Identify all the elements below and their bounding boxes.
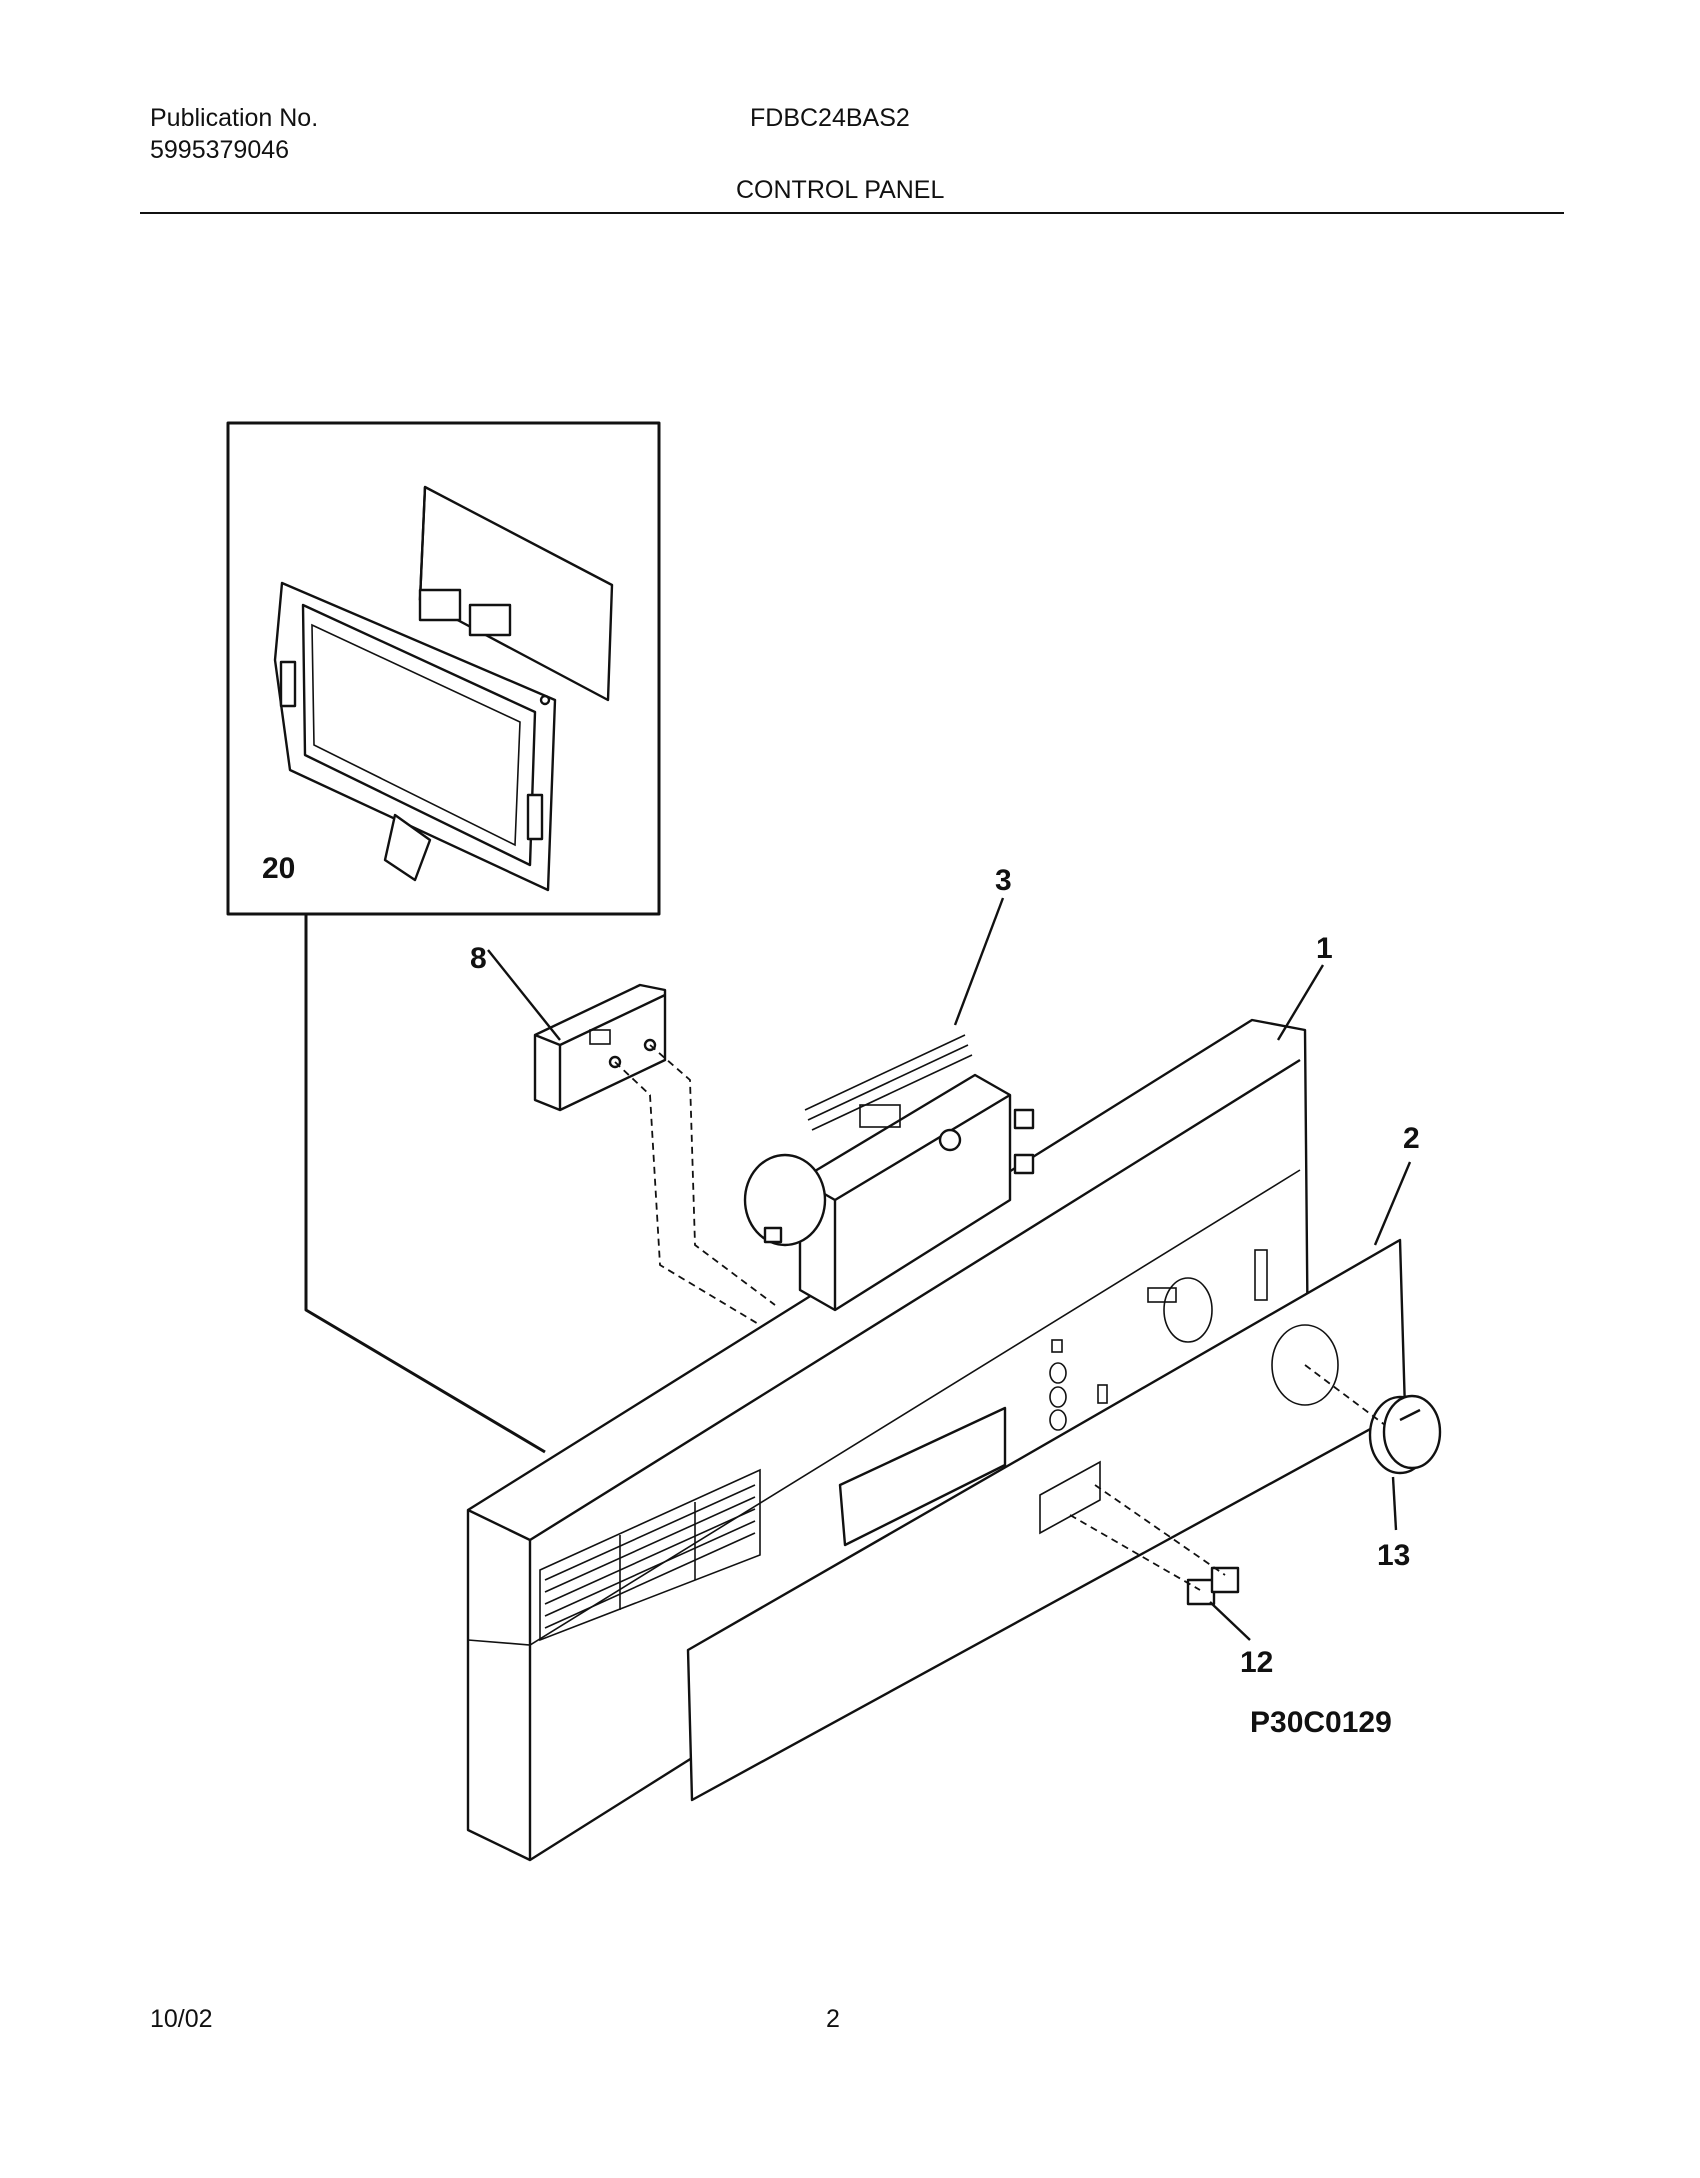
callout-3: 3 bbox=[995, 864, 1012, 897]
footer-date: 10/02 bbox=[150, 2005, 213, 2033]
assembly-dash-lines bbox=[614, 1044, 1386, 1591]
callout-8: 8 bbox=[470, 942, 487, 975]
timer-drawing bbox=[743, 1034, 1035, 1312]
dispenser-drawing bbox=[273, 485, 614, 892]
header-divider bbox=[140, 212, 1564, 214]
callout-leaders bbox=[487, 897, 1412, 1641]
callout-1: 1 bbox=[1316, 932, 1333, 965]
diagram-reference-code: P30C0129 bbox=[1250, 1706, 1392, 1739]
callout-2: 2 bbox=[1403, 1122, 1420, 1155]
callout-20: 20 bbox=[262, 852, 295, 885]
inset-box-part-20 bbox=[226, 421, 661, 1454]
control-panel-housing bbox=[466, 1018, 1310, 1862]
model-number: FDBC24BAS2 bbox=[750, 104, 910, 132]
publication-number: 5995379046 bbox=[150, 136, 290, 164]
callout-12: 12 bbox=[1240, 1646, 1273, 1679]
knob-drawing bbox=[1368, 1394, 1442, 1475]
footer-page-number: 2 bbox=[826, 2005, 840, 2033]
publication-label: Publication No. bbox=[150, 104, 319, 132]
switch-drawing bbox=[533, 983, 667, 1112]
panel-vents bbox=[539, 1468, 761, 1642]
callout-13: 13 bbox=[1377, 1539, 1410, 1572]
section-title: CONTROL PANEL bbox=[736, 176, 945, 204]
buttons-drawing bbox=[1186, 1566, 1240, 1606]
